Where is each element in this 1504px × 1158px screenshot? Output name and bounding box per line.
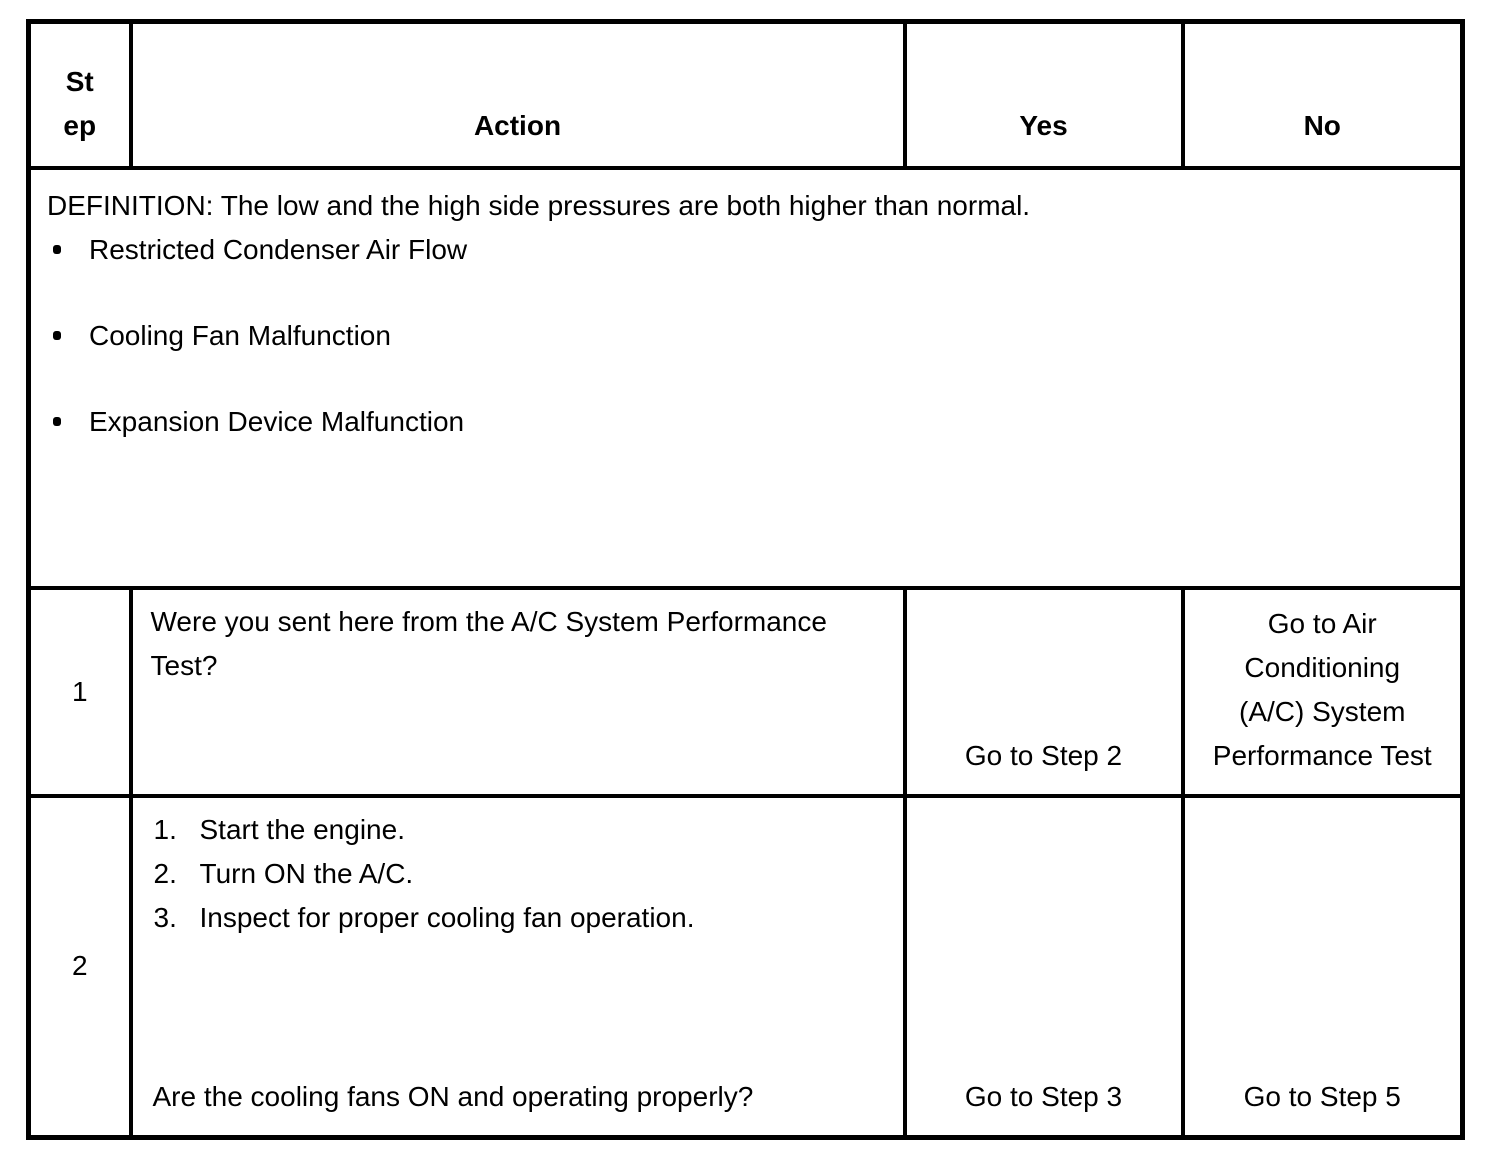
column-header-step: St ep [26,19,133,170]
list-item: Restricted Condenser Air Flow [47,228,1440,272]
definition-cell: DEFINITION: The low and the high side pr… [26,165,1465,590]
possible-causes-list: Restricted Condenser Air Flow Cooling Fa… [47,228,1440,444]
step-item-number: 1. [153,813,177,845]
step-item-number: 2. [153,857,177,889]
bullet-icon [53,330,61,340]
step-number: 2 [26,793,133,1140]
no-cell: Go to Step 5 [1180,793,1465,1140]
cause-label: Restricted Condenser Air Flow [89,233,468,265]
step-item-number: 3. [153,901,177,933]
table-row-step-2: 2 1. Start the engine. 2. Turn ON the A/… [26,793,1465,1140]
bullet-icon [53,416,61,426]
yes-cell: Go to Step 3 [902,793,1185,1140]
step-item-text: Inspect for proper cooling fan operation… [199,901,695,933]
cause-label: Cooling Fan Malfunction [89,319,391,351]
list-item: 1. Start the engine. [151,808,885,852]
step-item-text: Turn ON the A/C. [199,857,414,889]
action-question: Are the cooling fans ON and operating pr… [152,1081,754,1112]
step-item-text: Start the engine. [199,813,405,845]
yes-cell: Go to Step 2 [902,585,1185,798]
list-item: Cooling Fan Malfunction [47,314,1440,358]
list-item: 2. Turn ON the A/C. [151,852,885,896]
no-cell: Go to Air Conditioning (A/C) System Perf… [1180,585,1465,798]
header-row: St ep Action Yes No [26,19,1465,170]
cause-label: Expansion Device Malfunction [89,405,465,437]
step-number: 1 [26,585,133,798]
diagnostic-table: St ep Action Yes No DEFINITION: The low … [26,19,1465,1140]
definition-text: DEFINITION: The low and the high side pr… [47,189,1031,221]
definition-row: DEFINITION: The low and the high side pr… [26,165,1465,590]
bullet-icon [53,244,61,254]
table-row-step-1: 1 Were you sent here from the A/C System… [26,585,1465,798]
action-steps-list: 1. Start the engine. 2. Turn ON the A/C.… [151,808,885,940]
action-cell: Were you sent here from the A/C System P… [128,585,907,798]
action-cell: 1. Start the engine. 2. Turn ON the A/C.… [128,793,907,1140]
column-header-yes: Yes [902,19,1185,170]
column-header-action: Action [128,19,907,170]
action-question: Were you sent here from the A/C System P… [150,605,827,681]
no-instruction: Go to Air Conditioning (A/C) System Perf… [1212,607,1432,771]
list-item: 3. Inspect for proper cooling fan operat… [151,896,885,940]
list-item: Expansion Device Malfunction [47,400,1440,444]
column-header-no: No [1180,19,1465,170]
